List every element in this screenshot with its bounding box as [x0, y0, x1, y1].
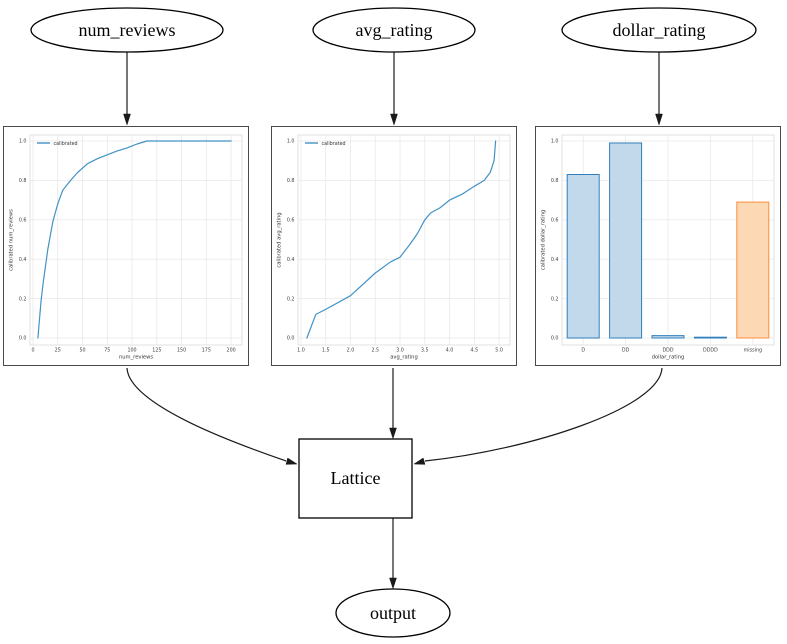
bar-DD — [609, 142, 643, 339]
node-label: num_reviews — [79, 20, 176, 40]
x-tick-label: 5.0 — [495, 348, 503, 354]
y-axis-label: calibrated dollar_rating — [541, 210, 547, 270]
y-tick-label: 0.4 — [287, 257, 295, 263]
y-tick-label: 1.0 — [19, 139, 27, 145]
y-tick-label: 0.8 — [287, 178, 295, 184]
x-axis-label: avg_rating — [390, 355, 418, 361]
y-tick-label: 0.2 — [19, 296, 27, 302]
y-tick-label: 0.8 — [19, 178, 27, 184]
legend: calibrated — [37, 141, 78, 147]
x-tick-label: 150 — [177, 348, 186, 354]
arrowhead-icon — [123, 113, 131, 126]
y-tick-label: 1.0 — [287, 139, 295, 145]
x-tick-label: 100 — [127, 348, 136, 354]
legend-label: calibrated — [54, 141, 78, 147]
node-avg-rating: avg_rating — [312, 7, 476, 53]
y-axis-label: calibrated avg_rating — [277, 212, 283, 267]
y-tick-label: 0.0 — [551, 336, 559, 342]
node-label: dollar_rating — [613, 20, 706, 40]
node-label: output — [370, 603, 416, 623]
node-output: output — [335, 588, 451, 638]
y-tick-label: 0.2 — [551, 296, 559, 302]
arrowhead-icon — [389, 427, 397, 440]
node-dollar-rating: dollar_rating — [561, 7, 757, 53]
x-axis-label: num_reviews — [119, 355, 153, 361]
x-tick-label: D — [581, 348, 585, 354]
x-tick-label: 2.0 — [347, 348, 355, 354]
x-tick-label: 175 — [202, 348, 211, 354]
edge-group — [123, 52, 663, 590]
y-tick-label: 0.4 — [551, 257, 559, 263]
x-tick-label: 200 — [227, 348, 236, 354]
arrowhead-icon — [389, 577, 397, 590]
ellipse-shape — [312, 7, 476, 53]
arrowhead-icon — [413, 457, 426, 465]
node-num-reviews: num_reviews — [30, 7, 224, 53]
x-tick-label: DDD — [662, 348, 673, 354]
legend: calibrated — [305, 141, 346, 147]
ellipse-shape — [335, 588, 451, 638]
y-tick-label: 0.6 — [551, 218, 559, 224]
arrowhead-icon — [390, 113, 398, 126]
x-tick-label: DDDD — [703, 348, 718, 354]
calibration-curve-calibrated — [37, 140, 232, 339]
bar-D — [566, 173, 600, 339]
edge-calibrated-num-reviews-to-lattice — [126, 367, 287, 462]
x-tick-label: 2.5 — [371, 348, 379, 354]
edge-calibrated-dollar-rating-to-lattice — [424, 367, 663, 462]
x-tick-label: 125 — [152, 348, 161, 354]
grid-lines — [30, 135, 242, 345]
x-tick-label: missing — [744, 348, 762, 354]
plot-border — [297, 134, 511, 346]
arrowhead-icon — [285, 457, 298, 465]
x-tick-label: 3.5 — [421, 348, 429, 354]
node-label: avg_rating — [356, 20, 433, 40]
legend-label: calibrated — [322, 141, 346, 147]
bar-DDDD — [693, 336, 727, 339]
y-tick-label: 0.6 — [287, 218, 295, 224]
node-lattice: Lattice — [298, 438, 413, 519]
plot-border — [29, 134, 243, 346]
y-tick-label: 0.6 — [19, 218, 27, 224]
ellipse-shape — [30, 7, 224, 53]
x-tick-label: 4.5 — [471, 348, 479, 354]
x-tick-label: 0 — [31, 348, 34, 354]
y-tick-label: 1.0 — [551, 139, 559, 145]
x-tick-label: 4.0 — [446, 348, 454, 354]
y-tick-label: 0.2 — [287, 296, 295, 302]
x-tick-label: 1.5 — [322, 348, 330, 354]
y-tick-label: 0.0 — [19, 336, 27, 342]
x-tick-label: 25 — [55, 348, 61, 354]
y-tick-label: 0.4 — [19, 257, 27, 263]
calibration-curve-calibrated — [306, 140, 497, 339]
node-label: Lattice — [331, 468, 381, 488]
x-axis-label: dollar_rating — [652, 355, 685, 361]
y-tick-label: 0.0 — [287, 336, 295, 342]
calibrator-figure-num-reviews: 0.0 0.2 0.4 0.6 0.8 1.0 0 25 50 75 100 125 150 175 200… — [3, 126, 249, 366]
grid-lines — [298, 135, 510, 345]
x-tick-label: 50 — [79, 348, 85, 354]
calibrator-figure-avg-rating: 0.0 0.2 0.4 0.6 0.8 1.0 1.0 1.5 2.0 2.5 3.0 3.5 4.0 4… — [271, 126, 517, 366]
bar-missing — [736, 201, 770, 339]
arrowhead-icon — [655, 113, 663, 126]
bar-DDD — [651, 335, 685, 339]
y-axis-label: calibrated num_reviews — [9, 209, 15, 271]
x-tick-label: 3.0 — [396, 348, 404, 354]
x-tick-label: 75 — [104, 348, 110, 354]
box-shape — [298, 438, 413, 519]
x-tick-label: 1.0 — [297, 348, 305, 354]
y-tick-label: 0.8 — [551, 178, 559, 184]
ellipse-shape — [561, 7, 757, 53]
x-tick-label: DD — [622, 348, 630, 354]
plot-border — [561, 134, 775, 346]
